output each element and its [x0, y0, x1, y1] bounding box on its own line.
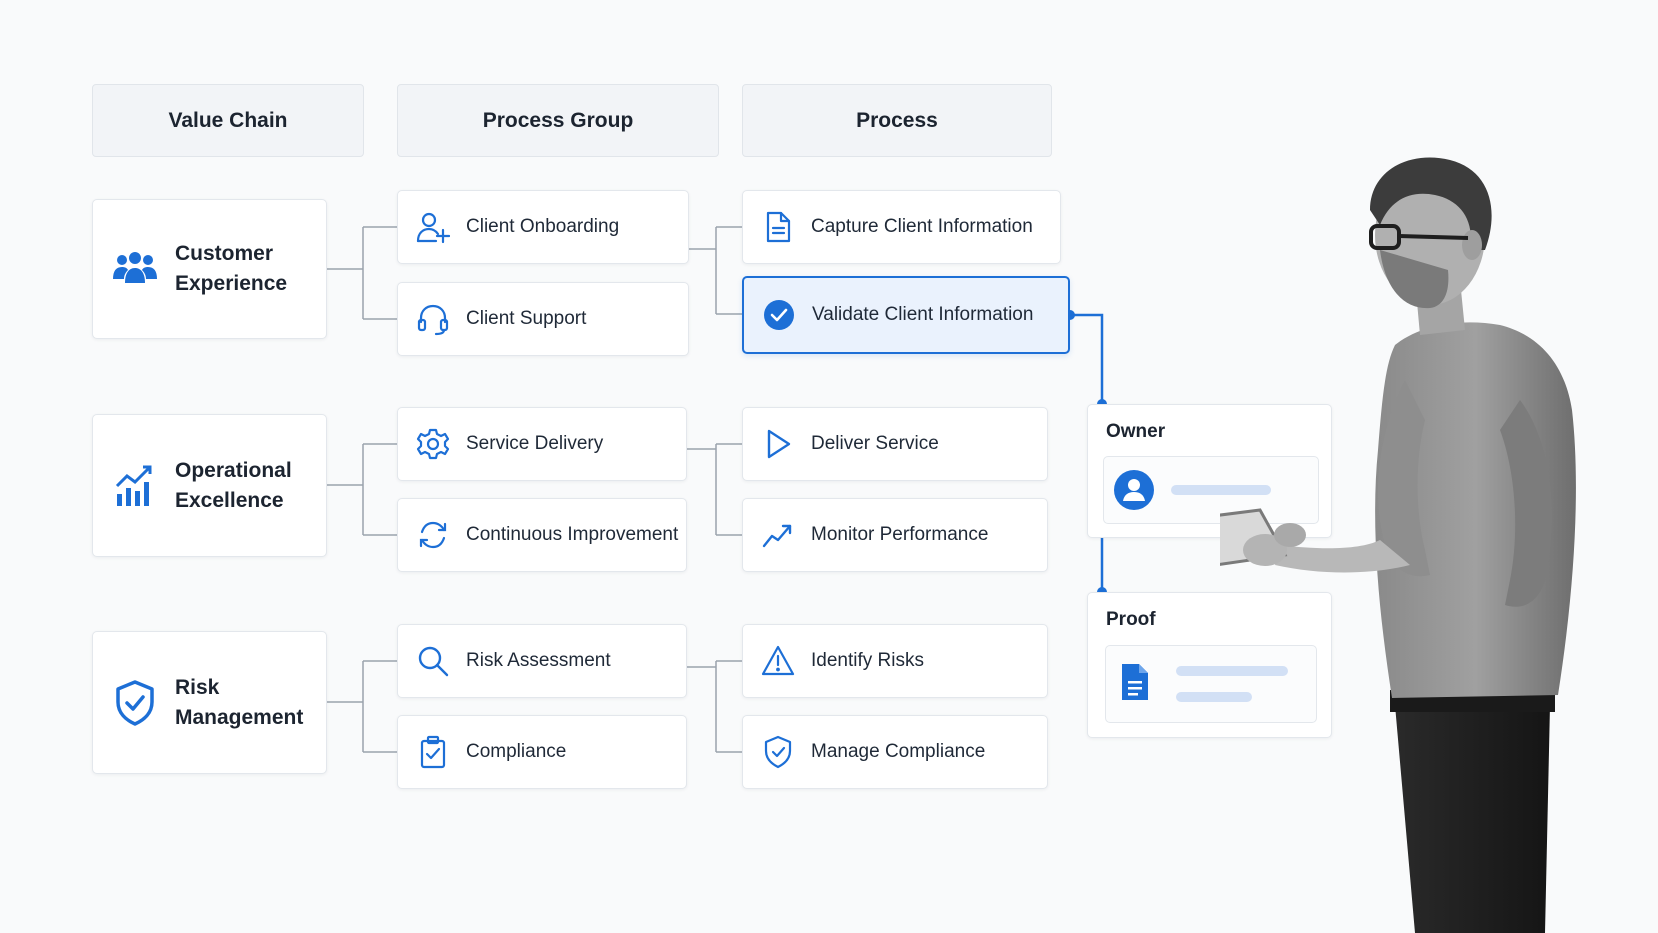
- header-value-chain: Value Chain: [92, 84, 364, 157]
- process-capture-client-information[interactable]: Capture Client Information: [742, 190, 1061, 264]
- value-chain-label: Customer Experience: [175, 242, 288, 295]
- value-chain-operational-excellence[interactable]: Operational Excellence: [92, 414, 327, 557]
- owner-title: Owner: [1106, 421, 1166, 442]
- process-label: Capture Client Information: [811, 216, 1033, 237]
- owner-field[interactable]: [1103, 456, 1319, 524]
- process-group-risk-assessment[interactable]: Risk Assessment: [397, 624, 687, 698]
- proof-card: Proof: [1087, 592, 1332, 738]
- value-chain-customer-experience[interactable]: Customer Experience: [92, 199, 327, 339]
- process-group-label: Client Onboarding: [466, 216, 620, 237]
- process-label: Validate Client Information: [812, 304, 1034, 325]
- process-group-label: Continuous Improvement: [466, 524, 679, 545]
- value-chain-risk-management[interactable]: Risk Management: [92, 631, 327, 774]
- headset-icon: [416, 302, 450, 336]
- gear-icon: [416, 427, 450, 461]
- document-filled-icon: [1120, 662, 1150, 707]
- users-icon: [111, 245, 159, 293]
- refresh-cycle-icon: [416, 518, 450, 552]
- process-label: Monitor Performance: [811, 524, 989, 545]
- header-value-chain-label: Value Chain: [168, 108, 288, 132]
- header-process: Process: [742, 84, 1052, 157]
- process-group-label: Service Delivery: [466, 433, 604, 454]
- process-group-service-delivery[interactable]: Service Delivery: [397, 407, 687, 481]
- process-group-compliance[interactable]: Compliance: [397, 715, 687, 789]
- owner-placeholder-bar: [1171, 485, 1271, 495]
- process-group-client-onboarding[interactable]: Client Onboarding: [397, 190, 689, 264]
- header-process-group-label: Process Group: [482, 108, 634, 132]
- check-circle-icon: [762, 298, 796, 332]
- process-group-continuous-improvement[interactable]: Continuous Improvement: [397, 498, 687, 572]
- process-monitor-performance[interactable]: Monitor Performance: [742, 498, 1048, 572]
- process-deliver-service[interactable]: Deliver Service: [742, 407, 1048, 481]
- proof-placeholder-bar: [1176, 692, 1252, 702]
- process-group-client-support[interactable]: Client Support: [397, 282, 689, 356]
- owner-card: Owner: [1087, 404, 1332, 538]
- play-icon: [761, 427, 795, 461]
- bar-chart-trend-icon: [111, 462, 159, 510]
- shield-check-icon: [761, 735, 795, 769]
- proof-placeholder-bar: [1176, 666, 1288, 676]
- user-plus-icon: [416, 210, 451, 244]
- process-group-label: Compliance: [466, 741, 567, 762]
- process-label: Manage Compliance: [811, 741, 986, 762]
- value-chain-label: Risk Management: [175, 675, 304, 729]
- process-label: Deliver Service: [811, 433, 939, 454]
- shield-check-icon: [111, 679, 159, 727]
- person-photo: [1220, 157, 1576, 933]
- header-process-label: Process: [856, 108, 938, 132]
- process-group-label: Risk Assessment: [466, 650, 611, 671]
- proof-title: Proof: [1106, 609, 1156, 630]
- search-icon: [416, 644, 450, 678]
- process-manage-compliance[interactable]: Manage Compliance: [742, 715, 1048, 789]
- value-chain-label: Operational Excellence: [175, 458, 292, 512]
- clipboard-check-icon: [416, 735, 450, 769]
- process-validate-client-information[interactable]: Validate Client Information: [742, 276, 1070, 354]
- trend-line-icon: [761, 518, 795, 552]
- document-icon: [761, 210, 795, 244]
- process-group-label: Client Support: [466, 308, 587, 329]
- proof-field[interactable]: [1105, 645, 1317, 723]
- process-identify-risks[interactable]: Identify Risks: [742, 624, 1048, 698]
- user-avatar-icon: [1114, 470, 1154, 515]
- header-process-group: Process Group: [397, 84, 719, 157]
- process-label: Identify Risks: [811, 650, 924, 671]
- warning-triangle-icon: [761, 644, 795, 678]
